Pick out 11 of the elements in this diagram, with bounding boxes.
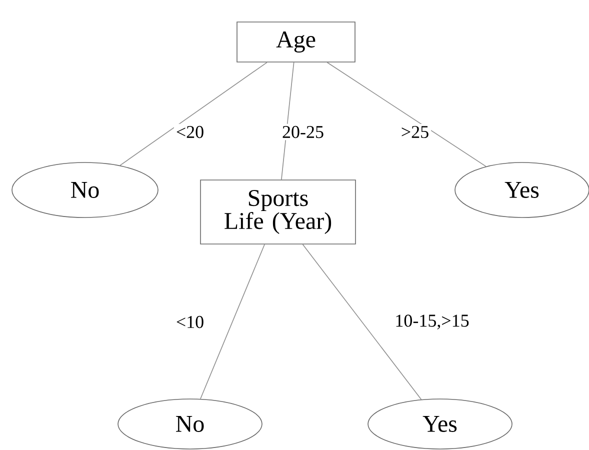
decision-box: Sports Life (Year) xyxy=(200,180,356,244)
edge-label: <10 xyxy=(174,314,206,330)
branch-line xyxy=(120,62,268,166)
branch-line xyxy=(326,62,486,167)
decision-box: Age xyxy=(236,22,356,62)
edge-label: 20-25 xyxy=(280,124,326,140)
branch-line xyxy=(200,244,265,400)
edge-label: 10-15,>15 xyxy=(392,312,472,332)
edge-label: >25 xyxy=(398,124,432,140)
branch-line xyxy=(302,244,422,400)
edge-label: <20 xyxy=(174,124,206,140)
